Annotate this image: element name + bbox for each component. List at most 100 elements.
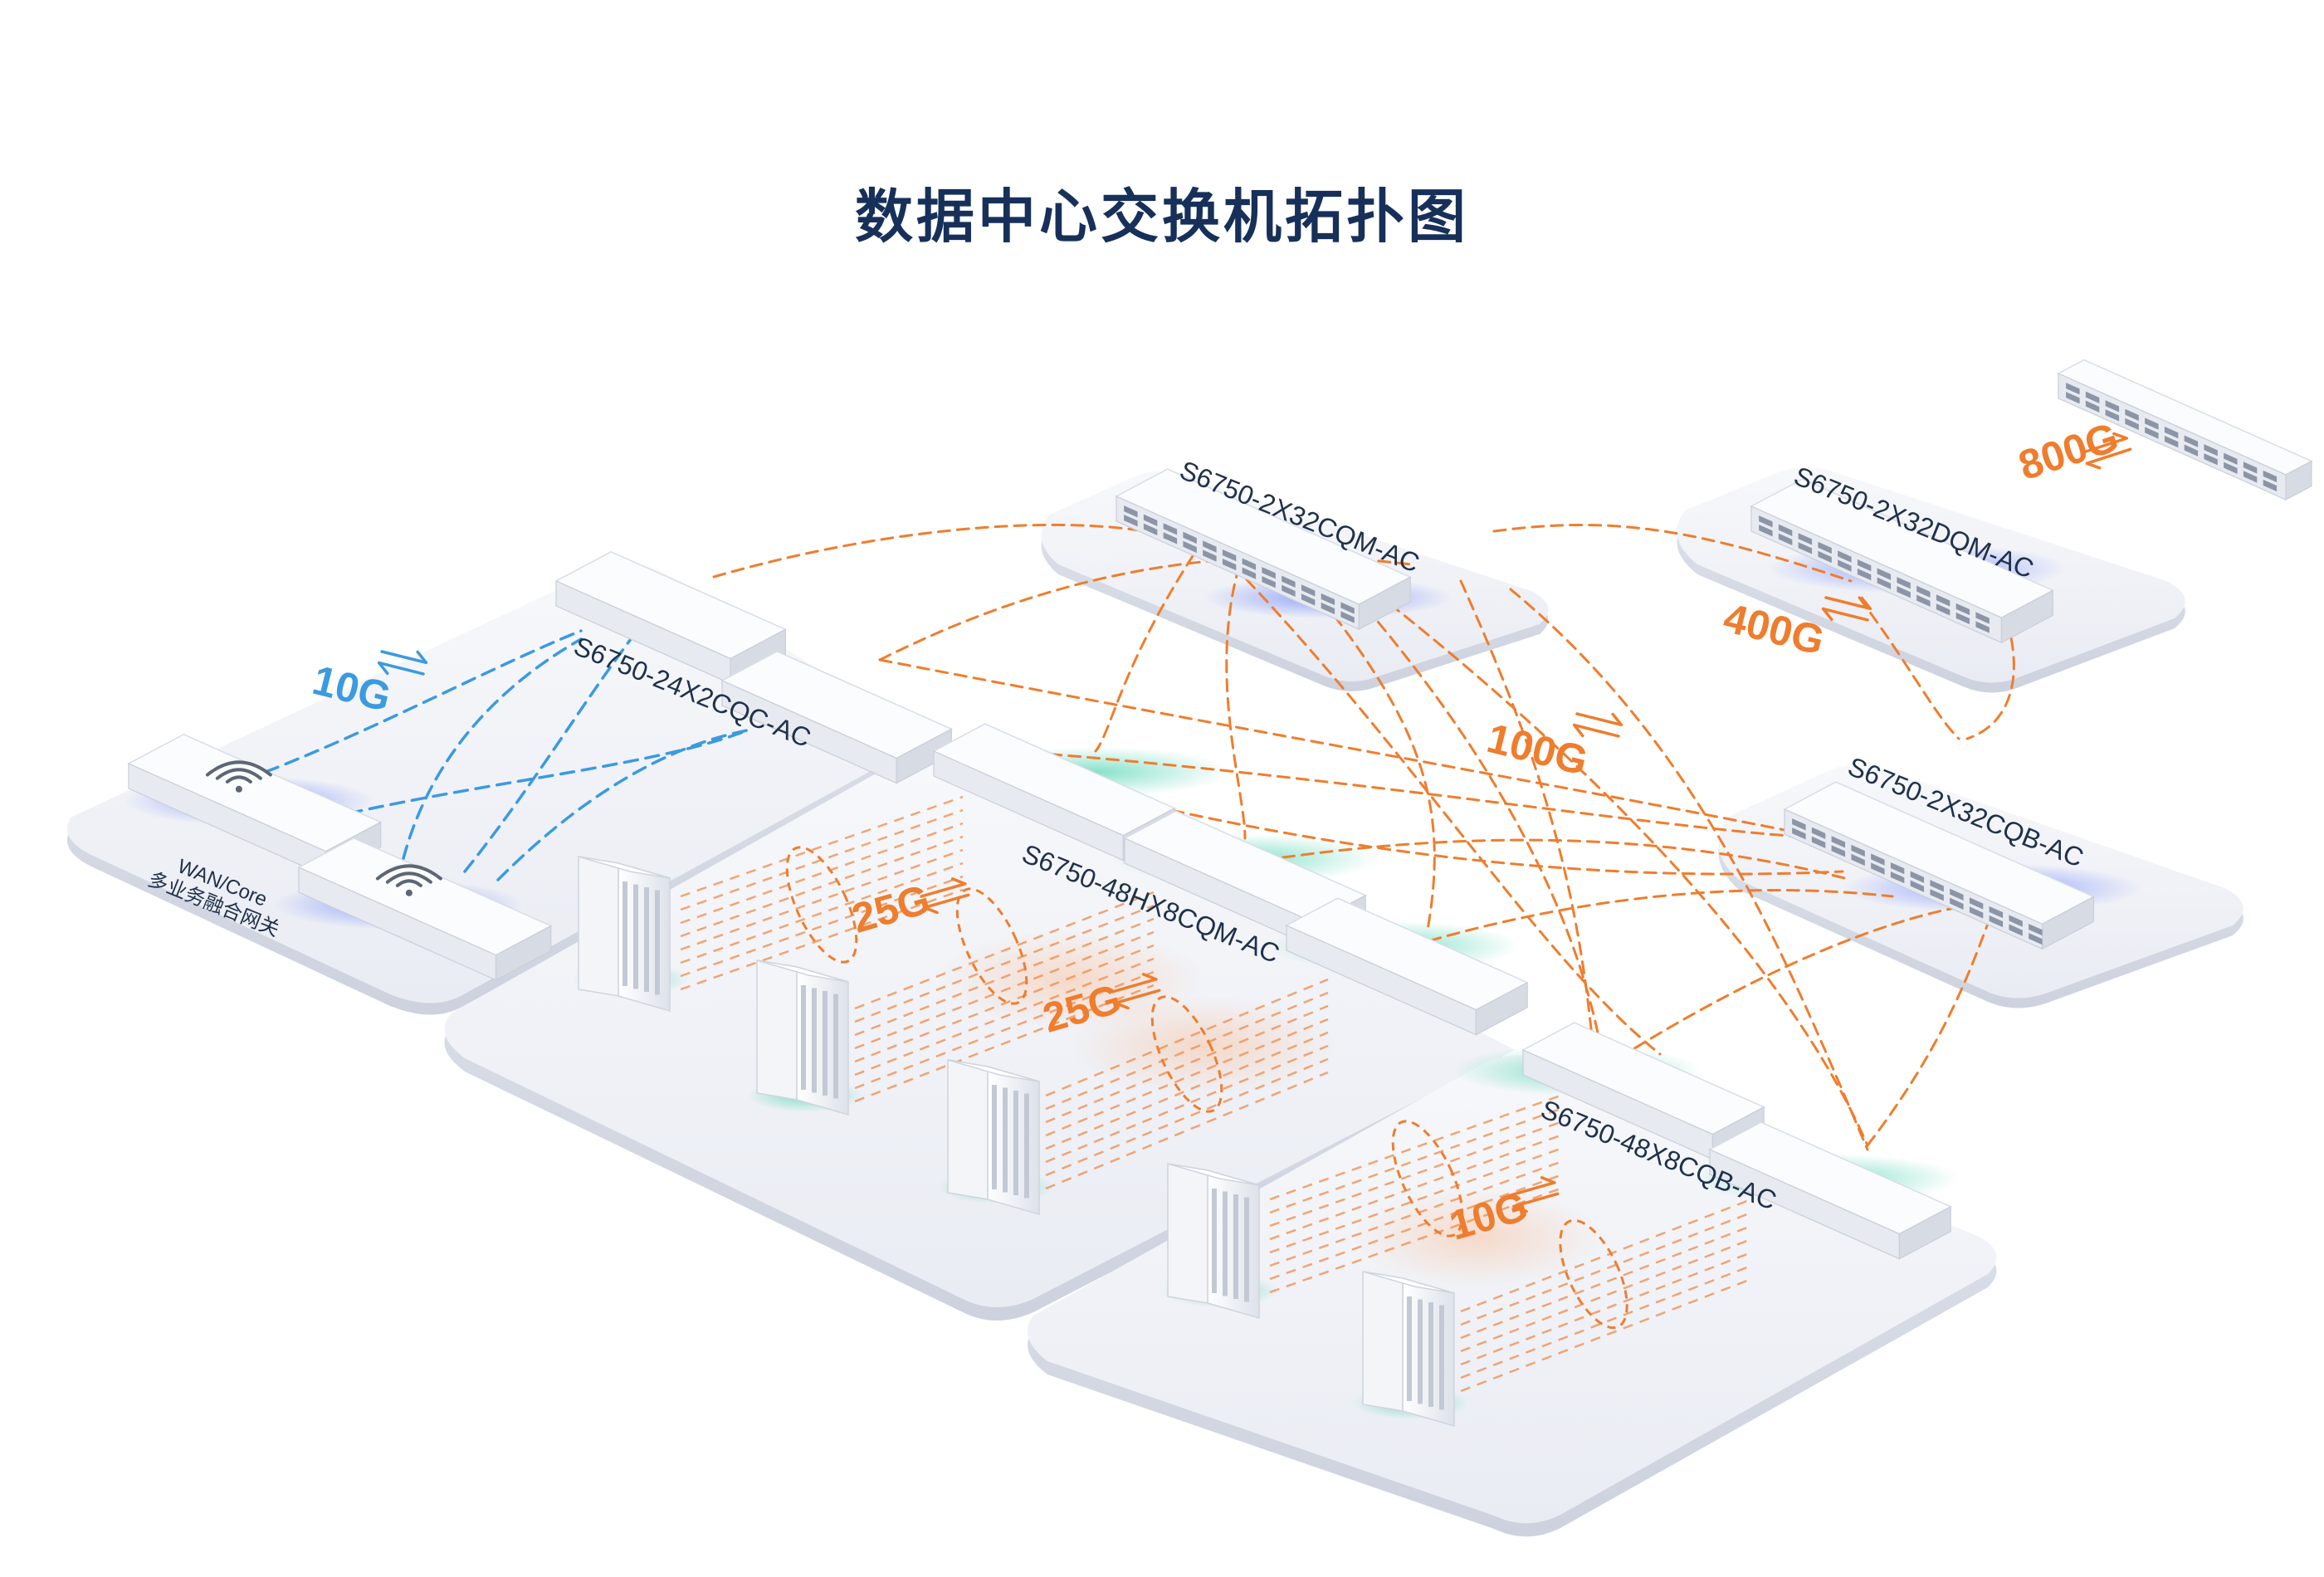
access-link <box>854 891 1155 1010</box>
uplink-link <box>1225 546 1247 840</box>
port <box>1778 533 1793 545</box>
links-fan <box>680 795 1752 1393</box>
port <box>1792 818 1806 831</box>
port <box>2105 400 2120 413</box>
access-link <box>680 888 964 991</box>
port <box>1955 612 1970 625</box>
wifi-icon <box>375 864 442 896</box>
port <box>1975 621 1990 633</box>
wan-link <box>496 729 749 881</box>
access-link <box>680 822 964 925</box>
port <box>1340 611 1355 623</box>
server-rack <box>947 1059 1040 1215</box>
bundle-ellipse <box>1391 1120 1464 1238</box>
port <box>1818 541 1832 554</box>
port <box>1916 594 1931 607</box>
access-link <box>680 862 964 964</box>
port <box>1124 505 1138 518</box>
port <box>1950 888 1964 901</box>
port <box>1124 515 1138 527</box>
uplink-link <box>878 658 1786 832</box>
port <box>1916 585 1931 598</box>
access-link <box>680 848 964 951</box>
port <box>2204 453 2218 466</box>
port <box>1831 836 1846 848</box>
port <box>1989 906 2004 919</box>
port <box>1897 586 1911 598</box>
port <box>2105 409 2120 422</box>
port <box>1950 897 1964 910</box>
server-rack <box>1362 1271 1455 1427</box>
port <box>1838 559 1852 572</box>
port <box>2184 444 2199 456</box>
port <box>2184 435 2199 447</box>
port <box>1143 514 1158 526</box>
port <box>2204 444 2218 456</box>
switch-edge-2 <box>720 650 954 784</box>
port <box>2125 408 2139 422</box>
port <box>1759 525 1773 537</box>
uplink-link <box>1858 596 1960 740</box>
switch-leaf25-3 <box>1285 897 1529 1036</box>
port <box>1321 602 1335 615</box>
port <box>1955 603 1970 616</box>
wan-link <box>397 637 583 881</box>
port <box>1936 603 1950 616</box>
access-link <box>680 835 964 938</box>
port <box>2066 383 2080 395</box>
switch-spine <box>1783 781 2096 950</box>
port <box>1897 577 1911 589</box>
uplink-link <box>712 523 1147 579</box>
port <box>2145 417 2159 430</box>
port <box>1936 594 1950 607</box>
port <box>1871 853 1885 866</box>
port <box>1890 862 1905 875</box>
port <box>2009 924 2023 936</box>
access-link <box>854 930 1155 1050</box>
uplink-link <box>1343 567 1869 1147</box>
port <box>1203 540 1217 553</box>
bundle-ellipse <box>1559 1218 1628 1330</box>
port <box>2145 427 2159 439</box>
port <box>1301 584 1316 597</box>
port <box>1778 524 1793 536</box>
port <box>1242 558 1257 570</box>
port <box>1143 523 1158 535</box>
port <box>1262 567 1276 579</box>
uplink-link <box>1509 588 1869 1151</box>
uplink-link <box>1409 889 1894 948</box>
port <box>1969 897 1984 910</box>
port <box>1262 576 1276 588</box>
uplink-link <box>1094 538 1205 753</box>
port <box>1792 828 1806 840</box>
port <box>1831 845 1846 857</box>
port <box>1798 533 1813 545</box>
access-link <box>680 795 964 898</box>
gateway-wifi-2 <box>297 837 553 981</box>
uplink-link <box>1866 911 1994 1147</box>
uplink-link <box>1243 838 1853 881</box>
port <box>1340 602 1355 614</box>
server-racks <box>578 856 1455 1427</box>
access-link <box>854 944 1155 1063</box>
port <box>2066 392 2080 404</box>
port <box>1871 862 1885 875</box>
port <box>1838 550 1852 563</box>
switch-top-800g <box>2057 359 2313 501</box>
port <box>1890 871 1905 884</box>
switch-core-b <box>1750 478 2054 644</box>
port <box>1975 612 1990 624</box>
uplink-link <box>1077 787 1844 876</box>
wan-link <box>264 629 583 774</box>
port <box>1203 549 1217 562</box>
uplink-link <box>1459 579 1595 1056</box>
port <box>1811 836 1826 848</box>
access-link <box>854 984 1155 1103</box>
port <box>1222 558 1237 571</box>
bundle-ellipse <box>785 846 858 964</box>
port <box>2263 479 2278 492</box>
port <box>1321 593 1335 606</box>
page-title: 数据中心交换机拓扑图 <box>855 183 1469 251</box>
port <box>2085 391 2100 403</box>
